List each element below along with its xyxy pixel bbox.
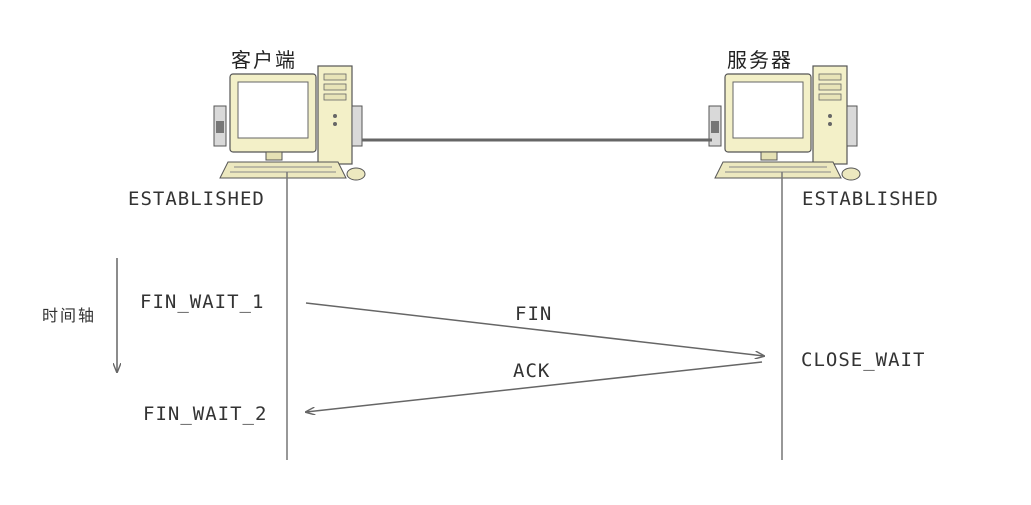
fin-arrow	[305, 302, 764, 356]
client-state-fin-wait-2: FIN_WAIT_2	[143, 403, 268, 425]
server-computer-icon	[708, 65, 861, 181]
client-state-fin-wait-1: FIN_WAIT_1	[140, 291, 265, 313]
client-state-established: ESTABLISHED	[128, 188, 265, 210]
server-state-close-wait: CLOSE_WAIT	[801, 349, 926, 371]
client-computer-icon	[213, 65, 366, 181]
time-axis-label: 时间轴	[42, 306, 97, 325]
client-title: 客户端	[231, 48, 297, 72]
server-title: 服务器	[727, 48, 793, 72]
ack-arrow	[306, 361, 763, 412]
ack-message-label: ACK	[513, 360, 551, 382]
fin-message-label: FIN	[515, 303, 553, 325]
server-state-established: ESTABLISHED	[802, 188, 939, 210]
